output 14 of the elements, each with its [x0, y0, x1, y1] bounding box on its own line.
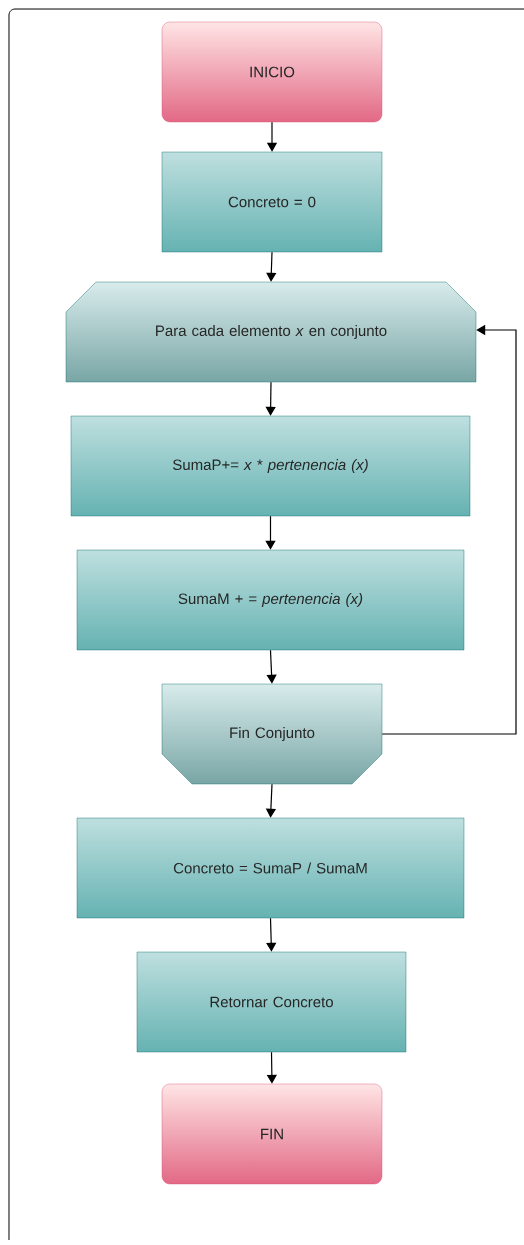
process-box: SumaM + = pertenencia (x): [76, 549, 465, 651]
terminal-box: FIN: [161, 1083, 383, 1185]
process-box: Concreto = SumaP / SumaM: [76, 817, 465, 919]
loop-start-box: Para cada elemento x en conjunto: [65, 281, 477, 383]
arrow: [265, 515, 276, 550]
process-box: Retornar Concreto: [136, 951, 407, 1053]
arrow: [266, 649, 277, 684]
process-box: SumaP+= x* pertenencia (x): [70, 415, 471, 517]
loop-end-box: Fin Conjunto: [161, 683, 383, 785]
terminal-box: INICIO: [161, 21, 383, 123]
arrow: [266, 251, 277, 282]
arrow: [265, 381, 276, 416]
process-box: Concreto = 0: [161, 151, 383, 253]
arrow: [266, 917, 277, 952]
